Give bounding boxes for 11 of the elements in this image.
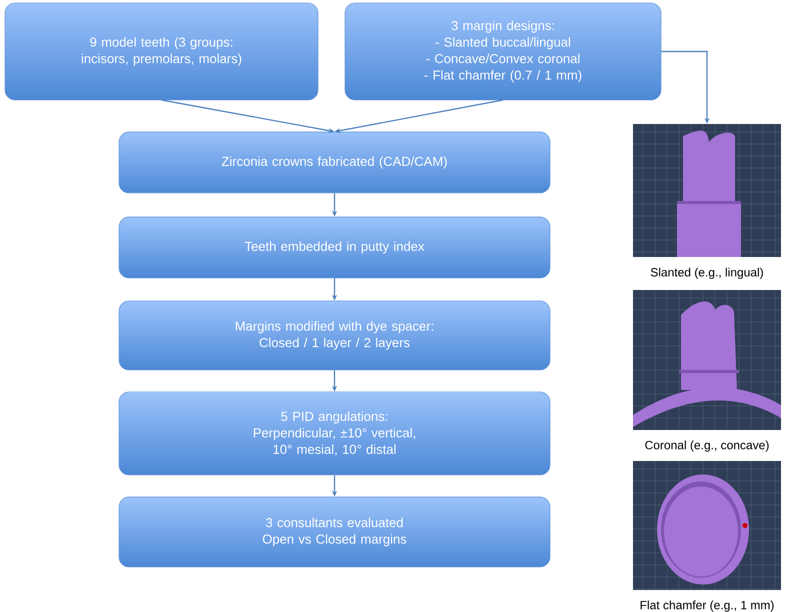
process-box: 3 consultants evaluated Open vs Closed margins <box>118 496 550 568</box>
process-box: 5 PID angulations: Perpendicular, ±10° vertical, 10° mesial, 10° distal <box>118 392 550 476</box>
process-box: 3 margin designs: - Slanted buccal/lingual - Concave/Convex coronal - Flat chamfer (0.7 / 1 mm) <box>344 2 662 100</box>
node-label: Slanted (e.g., lingual) <box>650 268 763 279</box>
picture <box>632 124 782 258</box>
process-box: Teeth embedded in putty index <box>118 216 550 278</box>
process-box: Margins modified with dye spacer: Closed / 1 layer / 2 layers <box>118 300 550 370</box>
process-box: 9 model teeth (3 groups: incisors, premolars, molars) <box>4 2 318 100</box>
caption: Coronal (e.g., concave) <box>645 440 769 452</box>
caption: Flat chamfer (e.g., 1 mm) <box>640 600 774 612</box>
process-box: Zirconia crowns fabricated (CAD/CAM) <box>118 132 550 194</box>
